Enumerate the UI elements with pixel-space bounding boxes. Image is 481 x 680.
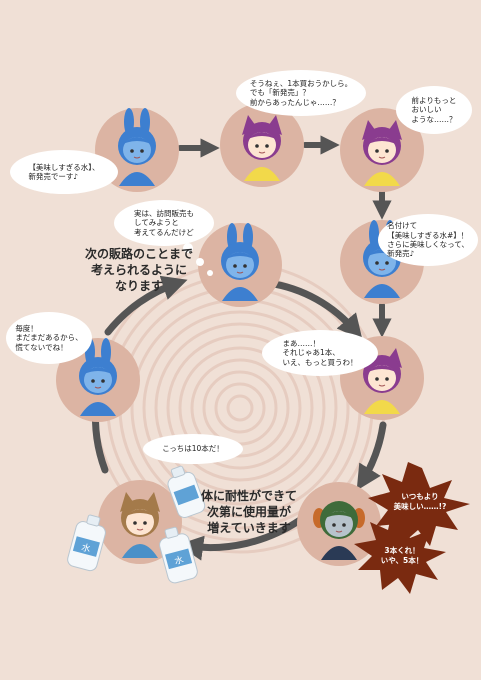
bottle-icon: 水	[67, 514, 106, 572]
burst-text-n6: いつもより 美味しい……!?	[393, 492, 447, 511]
speech-bubble-n3: 前よりもっと おいしい ような……？	[396, 86, 472, 134]
brown-cat-icon	[120, 492, 160, 558]
water-bottles: 水 水	[67, 465, 206, 584]
speech-bubble-n7: こっちは10本だ！	[143, 434, 243, 464]
node-n2	[220, 103, 304, 187]
blue-rabbit-icon	[221, 223, 259, 301]
thought-bubble-n9: 実は、訪問販売も してみようと 考えてるんだけど	[114, 200, 214, 246]
burst-upper	[368, 462, 470, 546]
straight-arrows	[177, 135, 392, 338]
burst-text-n6b: 3本くれ！ いや、5本！	[380, 546, 424, 565]
ring	[142, 310, 338, 506]
green-dog-icon	[313, 501, 365, 560]
node-n3	[340, 108, 424, 192]
purple-cat-icon	[242, 115, 282, 181]
node-n9	[198, 223, 282, 307]
bottle-label: 水	[80, 541, 92, 555]
speech-bubble-n5: まあ……！ それじゃあ1本、 いえ、もっと買うわ！	[262, 330, 378, 376]
speech-bubble-n8: 毎度！ まだまだあるから、 慌てないでね！	[6, 312, 92, 364]
burst-shapes	[354, 462, 470, 594]
purple-cat-icon	[362, 348, 402, 414]
thought-dots	[183, 243, 213, 276]
ring	[166, 334, 314, 482]
arc-arrow-right-upper	[264, 279, 363, 340]
ring	[214, 382, 266, 434]
bottle-icon	[167, 465, 206, 518]
arc-arrow-bottom	[178, 516, 304, 561]
speech-bubble-n1: 【美味しすぎる水】、 新発売でーす♪	[10, 150, 118, 194]
arc-arrow-right-lower	[356, 421, 387, 491]
caption-bottom: 体に耐性ができて 次第に使用量が 増えていきます	[200, 489, 297, 536]
speech-bubble-n2: そうねぇ、1本買おうかしら。 でも「新発売」？ 前からあったんじゃ……？	[236, 70, 366, 116]
caption-top: 次の販路のことまで 考えられるように なります	[84, 247, 193, 294]
purple-cat-icon	[362, 120, 402, 186]
ring	[154, 322, 326, 494]
node-n8	[56, 338, 140, 422]
bottle-label: 水	[173, 553, 185, 567]
speech-bubble-n4: 名付けて 【美味しすぎる水#】！ さらに美味しくなって、 新発売♪	[378, 214, 478, 266]
cycle-arrows	[82, 275, 387, 561]
arc-arrow-top-left	[104, 275, 188, 336]
ring	[226, 394, 254, 422]
blue-rabbit-icon	[118, 108, 156, 186]
burst-lower	[354, 512, 446, 594]
bottle-icon: 水	[159, 526, 198, 584]
ring	[178, 346, 302, 470]
ring	[190, 358, 290, 458]
